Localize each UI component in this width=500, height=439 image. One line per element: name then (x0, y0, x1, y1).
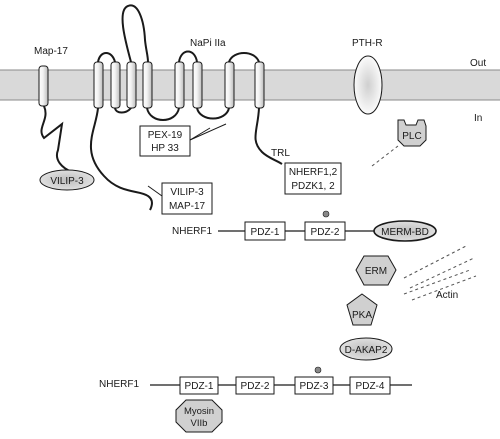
plc-label: PLC (402, 131, 421, 142)
erm-hexagon (355, 255, 397, 286)
napi-n-terminus (89, 107, 153, 211)
pex19-leader-2 (189, 123, 227, 141)
napi-loop-5-6-out (178, 50, 198, 63)
pthr-label: PTH-R (352, 38, 383, 49)
napi-helix-5 (174, 61, 185, 109)
nherf-pdzk-label-2: PDZK1, 2 (291, 181, 335, 192)
napi-extracellular-large-loop (121, 4, 149, 63)
nherf-bottom-name: NHERF1 (99, 379, 139, 390)
vilip3-label: VILIP-3 (50, 176, 84, 187)
nherf-top-pdz1 (244, 221, 286, 241)
merm-bd-label: MERM-BD (381, 227, 429, 238)
napi-helix-8 (254, 61, 265, 109)
nherf-top-phospho-dot (322, 210, 330, 218)
nherf-bottom-pdz4 (349, 376, 391, 395)
napi-helix-2 (110, 61, 121, 109)
pex19-box (139, 125, 191, 157)
napi-loop-6-7-in (196, 107, 230, 120)
nherf-bottom-pdz2-label: PDZ-2 (241, 381, 270, 392)
nherf-bottom-pdz3 (294, 376, 334, 395)
napi-helix-4 (142, 61, 153, 109)
nherf-bottom-phospho-dot (314, 366, 322, 374)
nherf-top-name: NHERF1 (172, 226, 212, 237)
napi-loop-7-8-out (228, 52, 260, 63)
trl-label: TRL (271, 148, 290, 159)
pka-pentagon (346, 293, 378, 326)
nherf-bottom-pdz1-label: PDZ-1 (185, 381, 214, 392)
nherf-top-pdz1-label: PDZ-1 (251, 227, 280, 238)
pka-label: PKA (352, 310, 372, 321)
vilip-map-leader (147, 185, 163, 197)
napi-loop-2-3-in (114, 107, 132, 114)
napi-loop-helix1-2-out (97, 52, 116, 63)
nherf-bottom-pdz2 (235, 376, 275, 395)
out-label: Out (470, 58, 486, 69)
nherf-bottom-pdz4-label: PDZ-4 (356, 381, 385, 392)
actin-line-1 (403, 244, 469, 279)
in-label: In (474, 113, 482, 124)
map17-tail (40, 105, 73, 173)
actin-filaments (403, 244, 477, 301)
pex19-label-1: PEX-19 (148, 130, 183, 141)
napi-c-terminus (254, 107, 283, 165)
nherf-bottom-pdz3-label: PDZ-3 (300, 381, 329, 392)
napi-helix-7 (224, 61, 235, 109)
dakap2-label: D-AKAP2 (345, 345, 388, 356)
membrane-band (0, 70, 500, 100)
actin-label: Actin (436, 290, 458, 301)
merm-bd-oval (373, 220, 437, 242)
napi-loop-4-5-in (146, 107, 180, 121)
pex19-label-2: HP 33 (151, 143, 179, 154)
actin-line-2 (409, 257, 475, 289)
plc-shape (397, 119, 427, 147)
myosin-label-2: VIIb (191, 418, 208, 429)
map17-label: Map-17 (34, 46, 68, 57)
nherf-bottom-pdz1 (179, 376, 219, 395)
vilip3-oval (39, 169, 95, 191)
vilip-map-label-1: VILIP-3 (170, 187, 204, 198)
napi-helix-1 (93, 61, 104, 109)
vilip-map-box (161, 182, 213, 215)
myosin-octagon (175, 399, 223, 433)
myosin-label-1: Myosin (184, 406, 214, 417)
nherf-pdzk-box (284, 162, 342, 195)
map17-helix (38, 65, 49, 107)
actin-line-4 (411, 275, 477, 301)
napi-helix-6 (192, 61, 203, 109)
napi-helix-3 (126, 61, 137, 109)
erm-label: ERM (365, 266, 387, 277)
nherf-top-pdz2-label: PDZ-2 (311, 227, 340, 238)
pthr-receptor (353, 55, 383, 115)
nherf-pdzk-label-1: NHERF1,2 (289, 167, 338, 178)
nherf-top-pdz2 (304, 221, 346, 241)
plc-dashed-link (371, 145, 399, 167)
vilip-map-label-2: MAP-17 (169, 201, 206, 212)
napi-label: NaPi IIa (190, 38, 226, 49)
dakap2-oval (339, 337, 393, 361)
